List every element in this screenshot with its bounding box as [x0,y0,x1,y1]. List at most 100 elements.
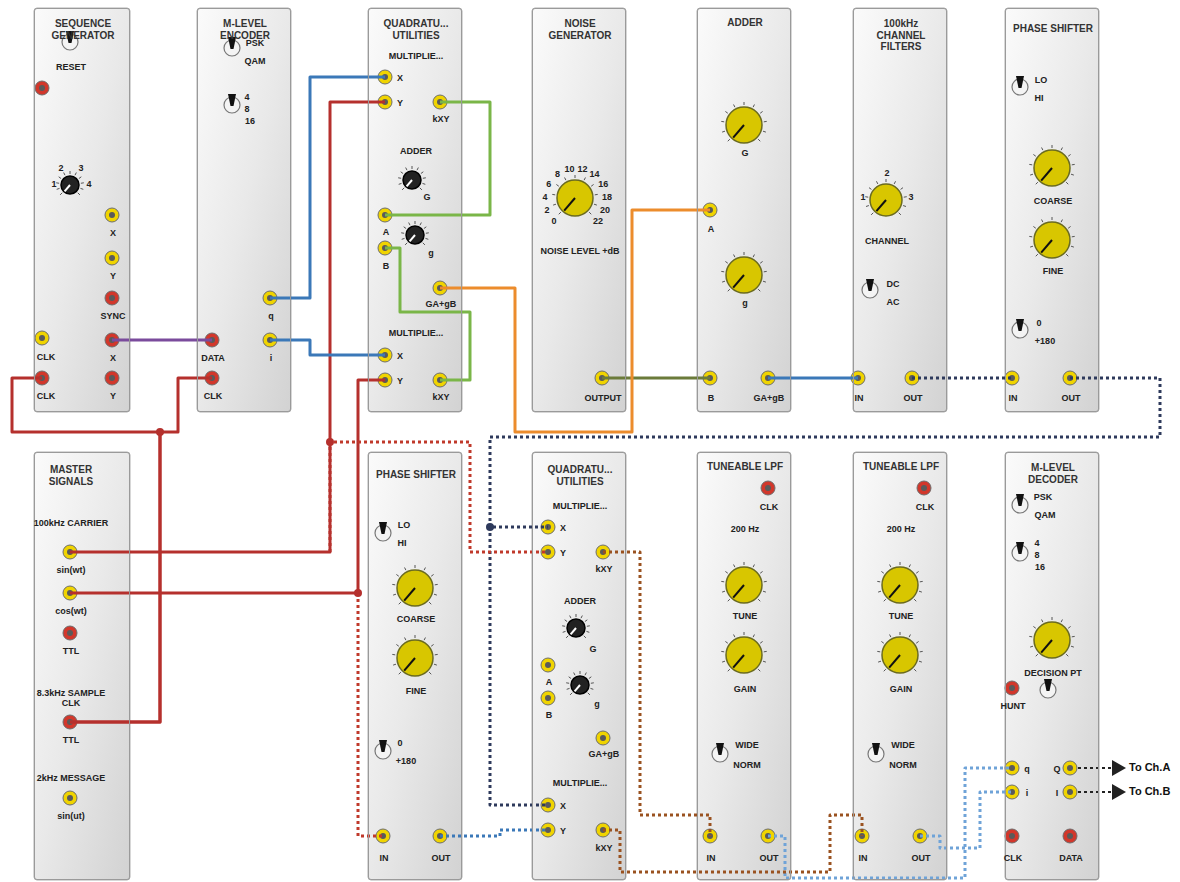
knob-tick [399,602,401,604]
knob-tick [553,204,556,206]
panel-label: QAM [245,56,266,66]
knob-tick [744,562,745,565]
switch-lever [716,743,724,755]
switch-lever [1016,494,1024,506]
socket-hole [67,795,73,801]
switch-lever [1016,319,1024,331]
knob-tick [426,232,429,233]
knob-tick [876,181,877,184]
module-panel [368,8,462,412]
knob-tick [425,238,428,240]
junction-dot [486,523,494,531]
socket [1005,829,1019,843]
module-panel: NOISE GENERATOR0246810121416182022NOISE … [532,8,626,412]
knob-tick [565,620,567,622]
panel-label: WIDE [735,740,759,750]
panel-label: MULTIPLIE... [553,778,607,788]
socket-hole [921,485,927,491]
knob-tick [728,139,730,141]
socket [105,251,119,265]
knob-tick [591,184,593,186]
panel-label: RESET [56,62,86,72]
knob-tick [899,213,901,215]
module-panel: QUADRATU... UTILITIESMULTIPLIE...XYkXYAD… [532,452,626,880]
knob-tick [435,654,438,655]
output-label: To Ch.B [1129,785,1170,797]
knob [397,640,433,676]
panel-label: TUNE [733,611,758,621]
patch-lead [603,552,710,836]
knob-tick [758,289,760,291]
knob-pointer [1041,640,1052,653]
patch-lead [330,442,548,552]
knob-tick [725,641,727,643]
knob-tick [763,131,766,133]
knob-tick [587,625,590,626]
knob-tick [890,635,891,638]
knob-tick [563,631,566,633]
knob-tick [567,688,570,690]
panel-label: X [397,73,403,83]
socket-hole [109,375,115,381]
panel-label: 4 [543,192,548,202]
patch-lead [603,815,862,872]
socket [541,658,555,672]
panel-label: 16 [1035,562,1045,572]
panel-label: A [546,677,553,687]
panel-label: CLK [760,502,779,512]
socket-hole [1067,833,1073,839]
knob-tick [1029,164,1032,165]
knob-tick [919,591,922,593]
module-panel: 100kHz CHANNEL FILTERS123CHANNELDCACINOU… [853,8,947,412]
socket [761,481,775,495]
knob-tick [916,571,918,573]
knob-tick [760,111,762,113]
knob-tick [1072,236,1075,237]
knob-tick [405,243,407,245]
module-panel: SEQUENCE GENERATORRESET1234XYSYNCCLKXCLK… [34,8,130,412]
socket-hole [1067,789,1073,795]
knob [1034,150,1070,186]
patch-lead [768,768,1012,878]
panel-label: OUTPUT [585,393,622,403]
knob-tick [877,651,880,652]
module-panel [697,8,791,412]
panel-label: QAM [1035,510,1056,520]
module-panel [853,8,947,412]
knob-tick [594,204,597,206]
socket-hole [1009,833,1015,839]
panel-label: TUNE [889,611,914,621]
socket [63,791,77,805]
knob [726,257,762,293]
knob-tick [764,121,767,122]
knob-pointer [733,655,744,668]
panel-label: FINE [1043,266,1064,276]
knob-tick [884,599,886,601]
knob-tick [758,599,760,601]
knob [726,637,762,673]
panel-label: MULTIPLIE... [389,328,443,338]
panel-label: G [741,148,748,158]
panel-label: 2 [544,205,549,215]
knob-pointer [1041,168,1052,181]
patch-lead [440,210,710,432]
socket [35,331,49,345]
socket-hole [1067,765,1073,771]
panel-label: IN [1009,393,1018,403]
panel-label: Y [397,98,403,108]
knob-tick [890,565,891,568]
panel-label: CLK [37,391,56,401]
module-panel [34,8,130,412]
knob-tick [559,212,561,214]
panel-label: 200 Hz [887,524,916,534]
knob [403,171,421,189]
panel-label: 14 [590,169,600,179]
knob [882,567,918,603]
knob-tick [753,635,754,638]
module-panel [368,452,462,880]
knob-tick [920,581,923,582]
switch-lever [1044,679,1052,691]
knob-tick [1071,246,1074,248]
panel-label: 10 [564,164,574,174]
panel-label: AC [887,297,900,307]
